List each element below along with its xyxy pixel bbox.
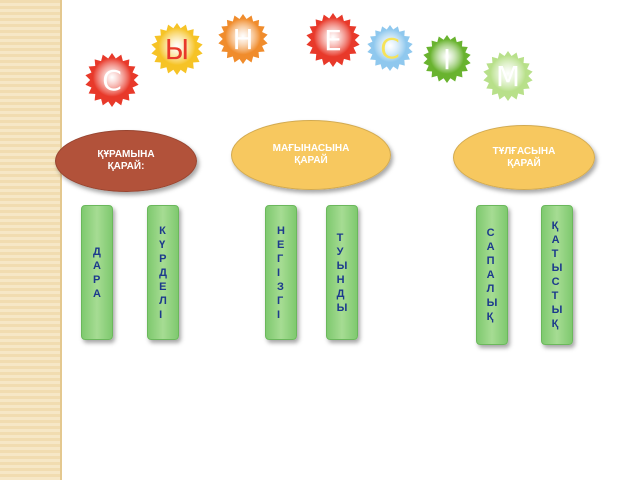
word-letter: З <box>277 280 284 293</box>
word-letter: А <box>486 269 495 281</box>
star-shape <box>218 14 268 64</box>
title-star-6: І <box>422 34 472 84</box>
word-letter: С <box>486 227 495 239</box>
word-letter: І <box>159 308 163 321</box>
title-letter: Е <box>324 23 342 57</box>
word-letter: С <box>551 276 560 288</box>
star-shape <box>85 53 139 107</box>
word-letter: Р <box>159 252 167 265</box>
category-label: МАҒЫНАСЫНА ҚАРАЙ <box>272 143 350 166</box>
title-star-7: М <box>482 50 534 102</box>
title-letter: С <box>380 31 400 65</box>
category-ellipse-2: МАҒЫНАСЫНА ҚАРАЙ <box>231 120 391 190</box>
word-letter: А <box>93 287 101 300</box>
word-letter: Д <box>336 287 345 300</box>
star-shape <box>483 51 533 101</box>
word-letter: І <box>277 308 281 321</box>
title-star-5: С <box>366 24 414 72</box>
word-letter: Е <box>159 280 167 293</box>
word-letter: Н <box>277 224 285 237</box>
star-shape <box>306 13 360 67</box>
word-letter: Ы <box>336 301 348 314</box>
word-letter: Л <box>159 294 167 307</box>
word-letter: Ы <box>486 297 498 309</box>
word-letter: Г <box>277 294 284 307</box>
word-letter: К <box>159 224 166 237</box>
slide-left-rule <box>60 0 62 480</box>
word-letter: Г <box>277 252 284 265</box>
slide-left-band <box>0 0 60 480</box>
word-letter: І <box>277 266 281 279</box>
word-letter: У <box>336 245 344 258</box>
title-star-2: Ы <box>150 22 204 76</box>
word-letter: Ы <box>551 262 563 274</box>
word-letter: Р <box>93 273 101 286</box>
category-ellipse-1: ҚҰРАМЫНА ҚАРАЙ: <box>55 130 197 192</box>
word-letter: Ү <box>159 238 166 251</box>
category-label: ТҰЛҒАСЫНА ҚАРАЙ <box>492 145 556 169</box>
title-letter: М <box>495 59 521 93</box>
word-letter: П <box>486 255 495 267</box>
title-letter: Ы <box>164 32 190 66</box>
title-letter: Н <box>232 22 254 56</box>
word-letter: Л <box>486 283 495 295</box>
word-letter: Қ <box>551 220 559 232</box>
word-letter: Д <box>159 266 167 279</box>
title-letter: С <box>102 63 122 97</box>
word-letter: Қ <box>551 318 559 330</box>
title-star-1: С <box>84 52 140 108</box>
word-letter: Т <box>551 248 559 260</box>
word-letter: Т <box>551 290 559 302</box>
word-letter: Ы <box>551 304 563 316</box>
word-letter: А <box>486 241 495 253</box>
category-ellipse-3: ТҰЛҒАСЫНА ҚАРАЙ <box>453 125 595 190</box>
word-letter: Ы <box>336 259 348 272</box>
star-shape <box>367 25 413 71</box>
word-letter: А <box>551 234 560 246</box>
title-star-4: Е <box>305 12 361 68</box>
word-letter: Қ <box>486 311 494 323</box>
star-shape <box>151 23 203 75</box>
word-letter: Д <box>93 245 101 258</box>
word-letter: А <box>93 259 101 272</box>
title-star-3: Н <box>217 13 269 65</box>
title-letter: І <box>442 42 452 76</box>
word-letter: Н <box>336 273 345 286</box>
category-label: ҚҰРАМЫНА ҚАРАЙ: <box>97 149 155 172</box>
word-letter: Т <box>336 231 344 244</box>
word-letter: Е <box>277 238 285 251</box>
star-shape <box>423 35 471 83</box>
